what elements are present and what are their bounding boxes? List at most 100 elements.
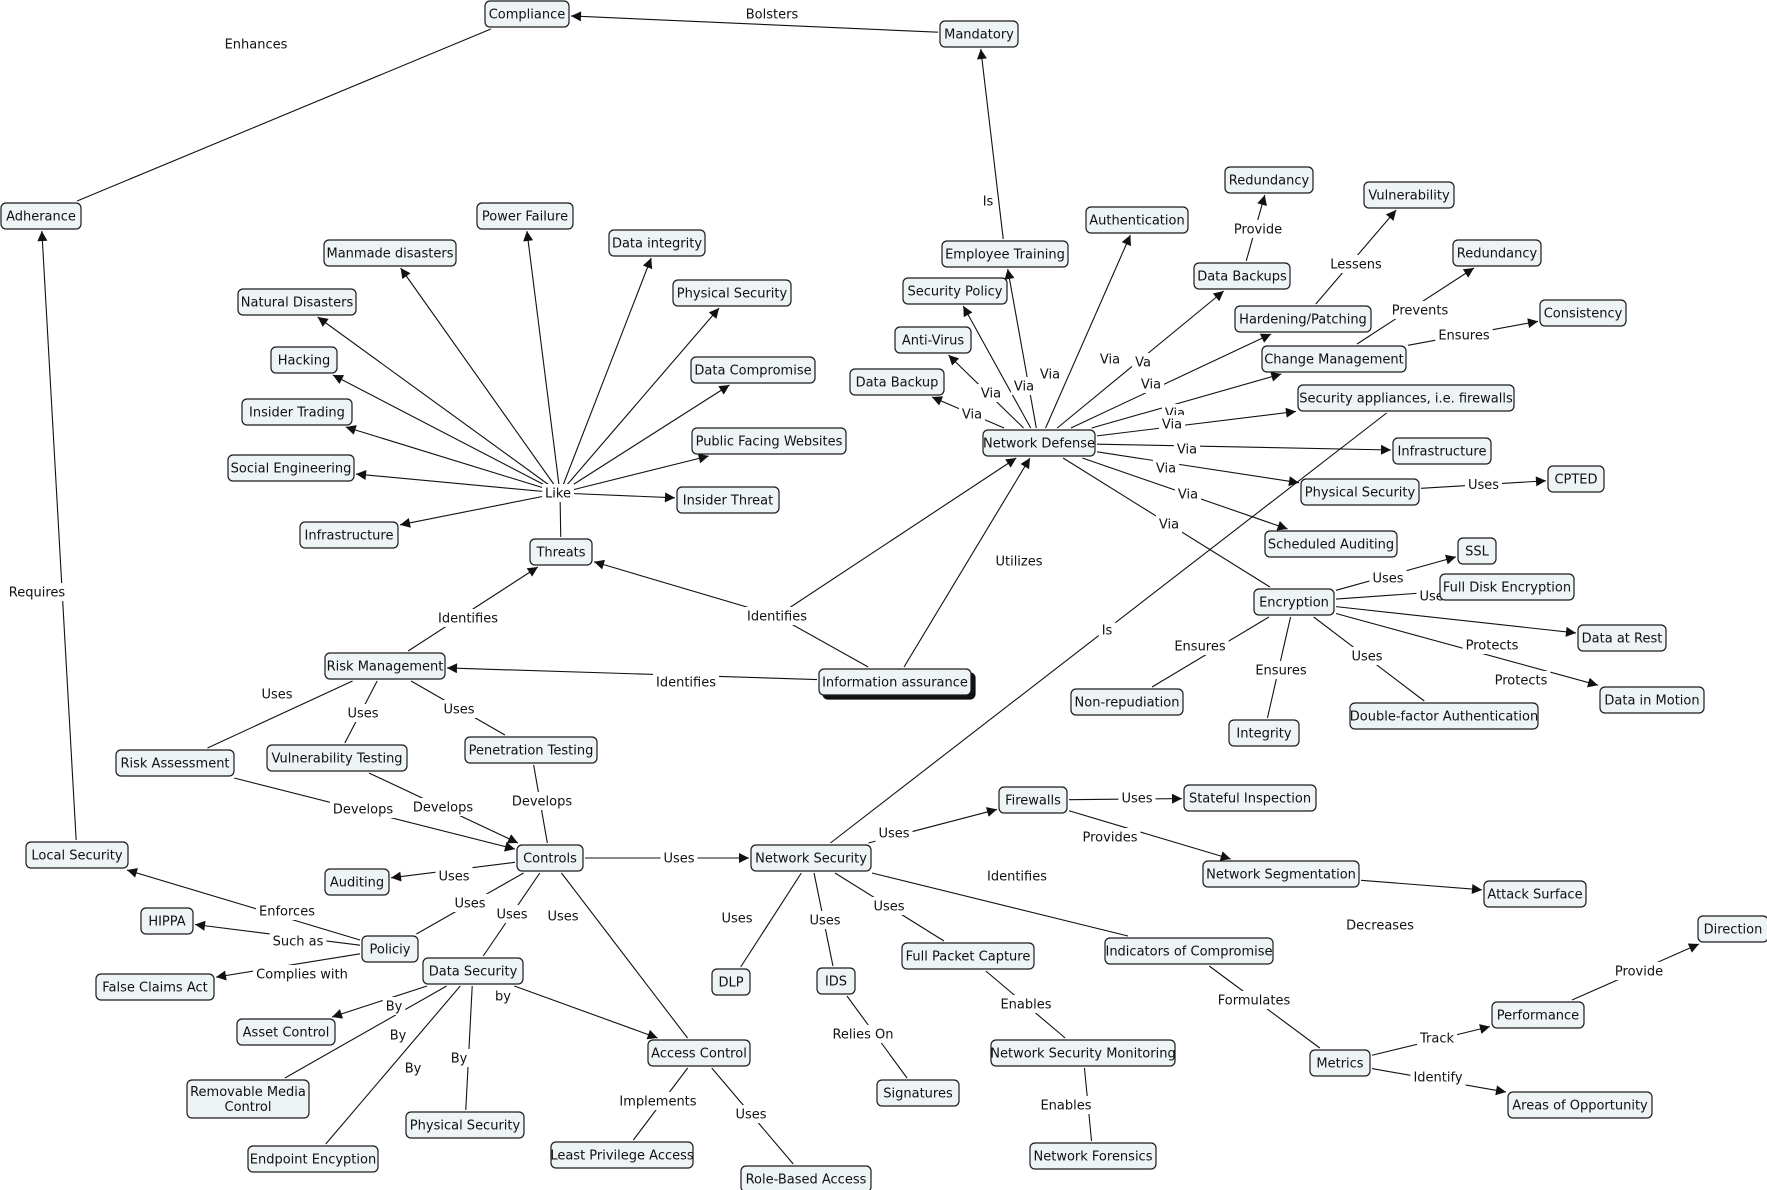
node-physical-security-nd[interactable]: Physical Security [1300,478,1420,506]
node-ioc[interactable]: Indicators of Compromise [1104,937,1274,965]
node-endpoint[interactable]: Endpoint Encyption [247,1145,379,1173]
node-box [115,749,235,777]
edge-label-text: Uses [547,910,578,925]
node-info-assurance[interactable]: Information assurance [818,668,976,700]
node-access-control[interactable]: Access Control [647,1039,751,1067]
node-adherance[interactable]: Adherance [0,202,82,230]
node-authentication[interactable]: Authentication [1085,206,1189,234]
node-network-security[interactable]: Network Security [750,844,872,872]
node-performance[interactable]: Performance [1491,1001,1585,1029]
node-least-privilege[interactable]: Least Privilege Access [550,1141,694,1169]
node-redundancy2[interactable]: Redundancy [1452,239,1542,267]
node-hippa[interactable]: HIPPA [140,907,194,935]
node-direction[interactable]: Direction [1697,915,1767,943]
node-sec-appliances[interactable]: Security appliances, i.e. firewalls [1297,384,1515,412]
node-risk-assessment[interactable]: Risk Assessment [115,749,235,777]
node-box [1300,478,1420,506]
node-asset-control[interactable]: Asset Control [236,1018,336,1046]
node-data-backups[interactable]: Data Backups [1193,262,1291,290]
node-attack-surface[interactable]: Attack Surface [1483,880,1587,908]
node-metrics[interactable]: Metrics [1309,1049,1371,1077]
edge-label-bg [997,995,1055,1013]
node-redundancy1[interactable]: Redundancy [1224,166,1314,194]
node-mandatory[interactable]: Mandatory [939,20,1019,48]
edge-label-bg [718,909,756,927]
node-auditing[interactable]: Auditing [324,868,390,896]
node-vulnerability[interactable]: Vulnerability [1363,181,1455,209]
node-physical-security-t[interactable]: Physical Security [672,279,792,307]
node-vuln-testing[interactable]: Vulnerability Testing [266,744,408,772]
node-net-forensics[interactable]: Network Forensics [1029,1142,1157,1170]
edge-label: Ensures [1252,661,1310,679]
node-security-policy[interactable]: Security Policy [902,277,1008,305]
edge-label: Decreases [1343,916,1417,934]
node-box [941,240,1069,268]
node-ssl[interactable]: SSL [1457,537,1497,565]
edge-label-bg [1611,962,1667,980]
edge-label-bg [984,867,1050,885]
node-physical-security-ds[interactable]: Physical Security [405,1111,525,1139]
node-cpted[interactable]: CPTED [1547,465,1605,493]
node-stateful[interactable]: Stateful Inspection [1183,784,1317,812]
node-label: Public Facing Websites [696,435,843,450]
node-local-security[interactable]: Local Security [25,841,129,869]
node-false-claims[interactable]: False Claims Act [95,973,215,1001]
node-pen-testing[interactable]: Penetration Testing [464,736,598,764]
node-label: Penetration Testing [469,744,594,759]
node-threats[interactable]: Threats [529,538,593,566]
node-insider-threat[interactable]: Insider Threat [676,486,780,514]
node-box [1297,384,1515,412]
node-data-backup[interactable]: Data Backup [849,368,945,396]
node-label: Double-factor Authentication [1350,710,1538,725]
node-ids[interactable]: IDS [816,967,856,995]
node-data-security[interactable]: Data Security [422,957,524,985]
node-net-segmentation[interactable]: Network Segmentation [1202,860,1360,888]
node-integrity[interactable]: Integrity [1228,719,1300,747]
node-manmade[interactable]: Manmade disasters [323,239,457,267]
node-consistency[interactable]: Consistency [1539,299,1627,327]
node-firewalls[interactable]: Firewalls [998,786,1068,814]
node-box [1234,305,1372,333]
node-public-websites[interactable]: Public Facing Websites [691,427,847,455]
node-controls[interactable]: Controls [516,844,584,872]
node-label: Employee Training [945,248,1065,263]
node-compliance[interactable]: Compliance [484,0,570,28]
node-scheduled-auditing[interactable]: Scheduled Auditing [1264,530,1398,558]
node-network-defense[interactable]: Network Defense [982,429,1096,457]
node-data-compromise[interactable]: Data Compromise [690,356,816,384]
node-power-failure[interactable]: Power Failure [476,202,574,230]
node-dlp[interactable]: DLP [711,968,751,996]
node-data-at-rest[interactable]: Data at Rest [1577,624,1667,652]
node-insider-trading[interactable]: Insider Trading [241,398,353,426]
edge-label-text: Uses [735,1108,766,1123]
node-social-engineering[interactable]: Social Engineering [227,454,355,482]
node-infrastructure-t[interactable]: Infrastructure [299,521,399,549]
node-policiy[interactable]: Policiy [361,935,419,963]
node-role-based[interactable]: Role-Based Access [740,1165,872,1190]
node-change-mgmt[interactable]: Change Management [1261,345,1407,373]
node-hardening[interactable]: Hardening/Patching [1234,305,1372,333]
node-non-repudiation[interactable]: Non-repudiation [1070,688,1184,716]
edge-label: Via [1158,415,1186,433]
node-signatures[interactable]: Signatures [876,1079,960,1107]
node-data-in-motion[interactable]: Data in Motion [1599,686,1705,714]
node-areas-opportunity[interactable]: Areas of Opportunity [1507,1091,1653,1119]
edge-label-text: Ensures [1438,329,1490,344]
node-encryption[interactable]: Encryption [1253,588,1335,616]
edge-label-text: Uses [1372,572,1403,587]
node-label: Redundancy [1229,174,1310,189]
node-infrastructure-nd[interactable]: Infrastructure [1392,437,1492,465]
node-hacking[interactable]: Hacking [270,346,338,374]
node-box [241,398,353,426]
node-double-factor[interactable]: Double-factor Authentication [1349,702,1539,730]
node-full-disk[interactable]: Full Disk Encryption [1439,573,1575,601]
node-natural-disasters[interactable]: Natural Disasters [237,288,357,316]
node-employee-training[interactable]: Employee Training [941,240,1069,268]
node-full-packet[interactable]: Full Packet Capture [901,942,1035,970]
node-risk-mgmt[interactable]: Risk Management [324,652,446,680]
node-data-integrity[interactable]: Data integrity [608,229,706,257]
edge-label-bg [1118,789,1156,807]
node-nsm[interactable]: Network Security Monitoring [990,1039,1176,1067]
node-anti-virus[interactable]: Anti-Virus [894,326,972,354]
